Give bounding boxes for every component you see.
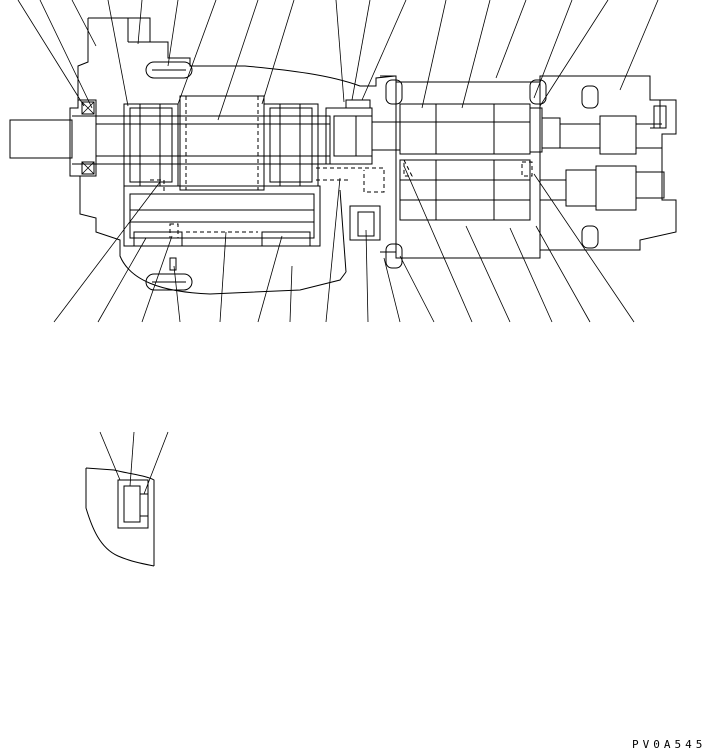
front-housing [69,17,396,295]
upper-gear-set [123,95,319,191]
leader-lines-bottom [53,165,635,323]
rear-upper-gear [399,103,662,155]
rear-lower-gear [399,159,665,221]
input-shaft [9,115,331,165]
detail-view [85,431,169,567]
leader-lines-top [17,0,659,121]
rear-housing [380,75,677,269]
lower-gear-set [123,179,321,247]
drawing-code: PV0A545 [632,738,703,751]
coupling-section [316,99,400,273]
